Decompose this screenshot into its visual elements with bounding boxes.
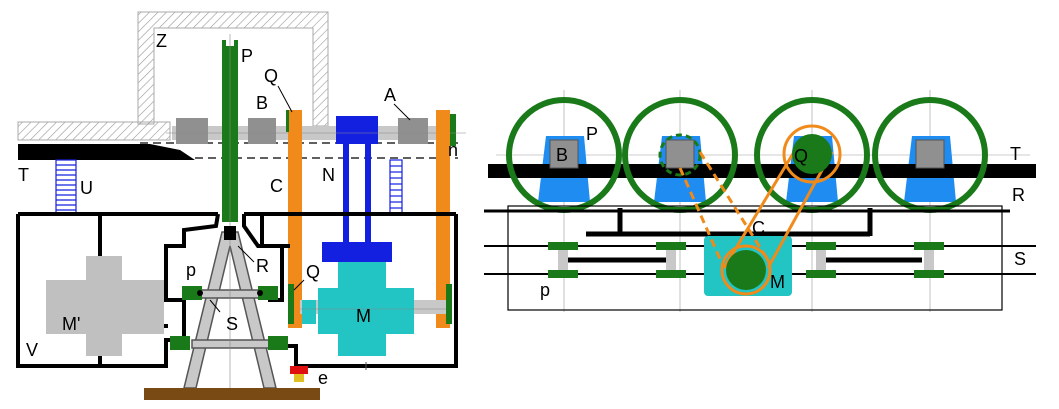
pad-dots	[197, 290, 263, 296]
label-e: e	[318, 368, 328, 388]
leader-r	[237, 245, 255, 263]
label-m-right: M	[770, 272, 785, 292]
pads-right	[548, 242, 944, 278]
label-p-small-right: p	[540, 280, 550, 300]
block-1	[176, 118, 208, 144]
hatched-ledge	[17, 121, 171, 141]
label-a: A	[384, 85, 396, 105]
label-s: S	[226, 314, 238, 334]
belt-c-left	[288, 110, 302, 328]
label-p-small: p	[186, 260, 196, 280]
label-b-right: B	[556, 145, 568, 165]
tripod-head	[224, 226, 236, 240]
left-view: Z P Q B A n T U C N R p Q S M' M V e	[16, 11, 466, 400]
block-a	[398, 118, 428, 144]
label-p: P	[241, 46, 253, 66]
label-r: R	[256, 256, 269, 276]
n-rod-left	[343, 144, 349, 244]
green-shaft-end	[450, 114, 456, 146]
pulley-q	[792, 134, 832, 174]
spring-u	[55, 159, 77, 215]
label-v: V	[26, 340, 38, 360]
pad-links	[558, 250, 934, 270]
rail-t	[18, 144, 195, 160]
label-q-mid: Q	[306, 262, 320, 282]
label-s-right: S	[1014, 249, 1026, 269]
frame-r-right	[507, 205, 1003, 311]
label-z: Z	[156, 31, 167, 51]
label-r-right: R	[1012, 185, 1025, 205]
spring-u-right	[389, 159, 403, 215]
label-c-right: C	[752, 218, 765, 238]
leader-s	[209, 299, 221, 313]
pulley-m	[726, 250, 766, 290]
block-b	[248, 118, 276, 144]
n-base	[322, 242, 392, 262]
label-t-right: T	[1010, 144, 1021, 164]
label-n-small: n	[448, 140, 458, 160]
element-e	[290, 366, 308, 374]
leader-q-mid	[293, 279, 305, 291]
belt-c-left-edge	[286, 110, 289, 132]
label-n: N	[322, 165, 335, 185]
leader-q-top	[277, 85, 293, 113]
label-b: B	[256, 93, 268, 113]
label-q-top: Q	[264, 66, 278, 86]
label-t: T	[18, 165, 29, 185]
label-u: U	[80, 178, 93, 198]
frame-bars	[560, 208, 922, 263]
label-q-right: Q	[794, 146, 808, 166]
label-p-right: P	[586, 124, 598, 144]
wheel-dashed	[658, 133, 702, 177]
label-m-prime: M'	[62, 314, 80, 334]
n-rod-right	[365, 144, 371, 244]
right-view: B P Q T R C M S p	[484, 90, 1036, 312]
blue-pulley-n	[336, 116, 378, 144]
hubs	[549, 139, 945, 169]
element-e-base	[294, 374, 304, 382]
base-plate	[144, 388, 320, 400]
belt-c-right	[436, 110, 450, 328]
label-c: C	[270, 176, 283, 196]
motor-m-prime	[46, 256, 164, 356]
label-m: M	[356, 306, 371, 326]
motor-m	[288, 262, 452, 356]
leader-a	[393, 103, 411, 121]
pad-p-group	[170, 286, 288, 350]
